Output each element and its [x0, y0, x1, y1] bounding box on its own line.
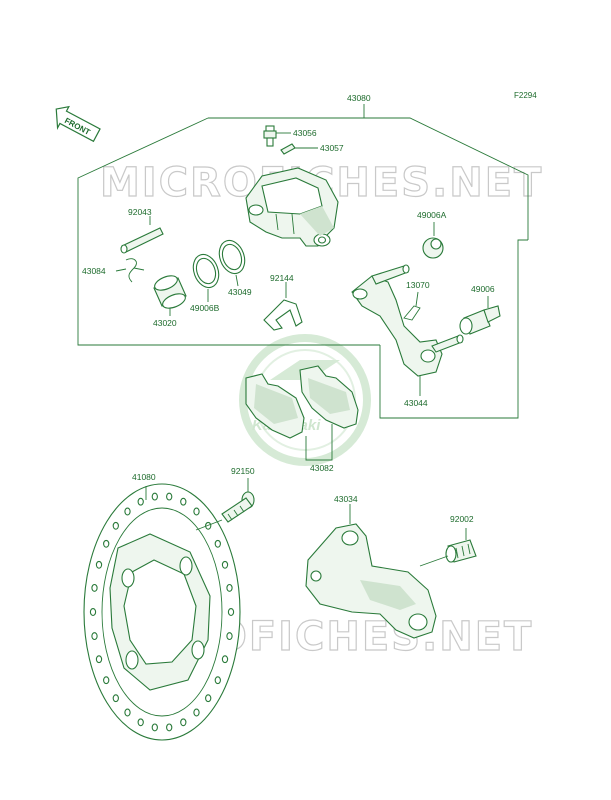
label-92150: 92150: [231, 466, 255, 476]
part-43057-cap: [280, 143, 318, 155]
label-43056: 43056: [293, 128, 317, 138]
part-43020-piston: [153, 275, 187, 316]
label-43080: 43080: [347, 93, 371, 103]
label-92144: 92144: [270, 273, 294, 283]
part-13070-clip: [403, 291, 421, 321]
part-92043-pin: [120, 216, 164, 254]
disc-hole: [95, 560, 103, 569]
disc-hole: [205, 694, 212, 703]
part-41080-disc: [83, 483, 241, 741]
part-43034-bracket: [305, 504, 437, 639]
part-43049-seal: [218, 239, 246, 287]
disc-hole: [180, 718, 187, 727]
disc-hole: [180, 497, 187, 506]
label-13070: 13070: [406, 280, 430, 290]
disc-hole: [112, 521, 119, 530]
part-92002-bolt: [419, 528, 477, 567]
disc-hole: [227, 608, 235, 616]
label-43044: 43044: [404, 398, 428, 408]
disc-hole: [91, 583, 98, 592]
label-49006: 49006: [471, 284, 495, 294]
label-41080: 41080: [132, 472, 156, 482]
part-49006-boot: [459, 296, 501, 335]
disc-hole: [112, 694, 119, 703]
part-92144-spring: [263, 282, 303, 331]
disc-hole: [137, 497, 144, 506]
disc-hole: [214, 676, 221, 685]
part-49006A-boot: [422, 222, 444, 259]
disc-hole: [103, 676, 110, 685]
part-43082-pads: [245, 365, 359, 461]
label-43049: 43049: [228, 287, 252, 297]
label-43082: 43082: [310, 463, 334, 473]
part-43056-bleeder: [263, 125, 291, 147]
label-43034: 43034: [334, 494, 358, 504]
disc-hole: [221, 560, 229, 569]
disc-hole: [151, 492, 158, 501]
disc-hole: [91, 632, 98, 641]
disc-hole: [124, 708, 131, 717]
assembly-outline-43080: [77, 104, 529, 419]
label-43020: 43020: [153, 318, 177, 328]
part-49006B-seal: [192, 253, 220, 302]
part-92150-bolt: [195, 478, 255, 531]
part-43044-bracket: [351, 264, 464, 396]
part-caliper-body: [245, 167, 339, 247]
label-43057: 43057: [320, 143, 344, 153]
label-43084: 43084: [82, 266, 106, 276]
disc-hole: [221, 655, 229, 664]
diagram-code: F2294: [514, 91, 537, 100]
disc-hole: [226, 632, 233, 641]
part-43084-clip: [115, 258, 145, 283]
disc-hole: [193, 507, 200, 516]
disc-hole: [166, 723, 173, 732]
label-92043: 92043: [128, 207, 152, 217]
disc-hole: [193, 708, 200, 717]
disc-hole: [137, 718, 144, 727]
disc-hole: [95, 655, 103, 664]
front-arrow-icon: FRONT: [55, 105, 101, 143]
disc-hole: [89, 608, 97, 616]
disc-hole: [214, 539, 221, 548]
disc-hole: [151, 723, 158, 732]
label-49006B: 49006B: [190, 303, 220, 313]
disc-hole: [166, 492, 173, 501]
label-92002: 92002: [450, 514, 474, 524]
disc-hole: [205, 521, 212, 530]
disc-hole: [124, 507, 131, 516]
label-49006A: 49006A: [417, 210, 447, 220]
disc-hole: [103, 539, 110, 548]
disc-hole: [226, 583, 233, 592]
